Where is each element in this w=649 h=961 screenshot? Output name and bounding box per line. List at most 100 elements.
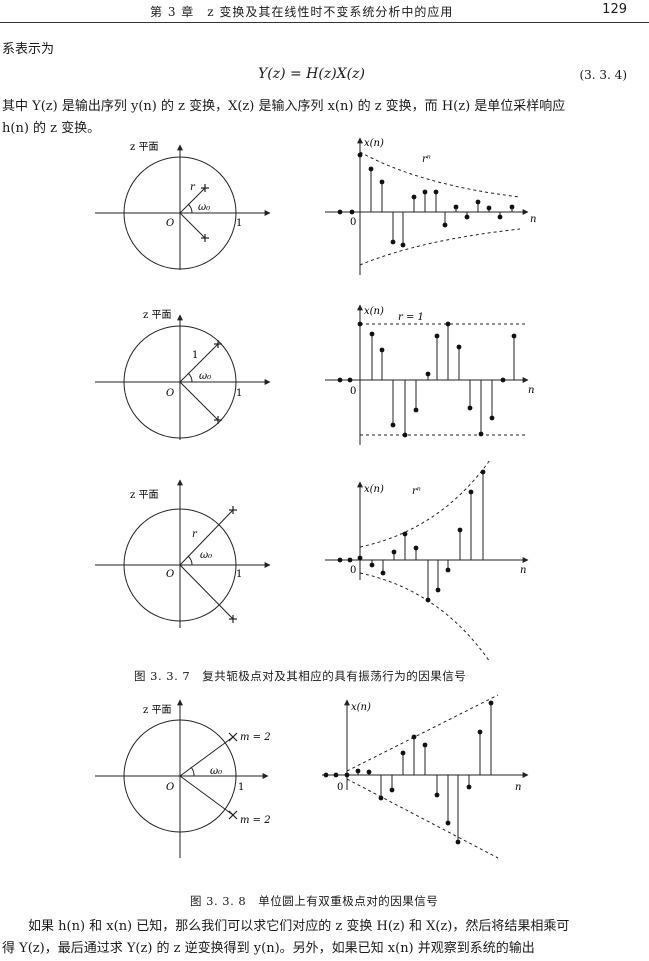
signal-1-stems: [337, 152, 515, 248]
stem-point: [368, 166, 374, 172]
stem-point: [455, 839, 461, 845]
stem-point: [422, 742, 428, 748]
stem-point: [413, 407, 419, 413]
stem-point: [347, 557, 353, 563]
signal-2-stems: [337, 321, 517, 438]
stem-point: [357, 321, 363, 327]
figure-338-caption: 图 3. 3. 8 单位圆上有双重极点对的因果信号: [190, 894, 439, 908]
stem-point: [456, 344, 462, 350]
stem-point: [400, 750, 406, 756]
stem-point: [390, 239, 396, 245]
signal-1-ylabel: x(n): [364, 138, 384, 149]
signal-2-ylabel: x(n): [364, 306, 384, 317]
signal-3-envelope-label: rⁿ: [412, 486, 421, 497]
zplane-2-unit-label: 1: [236, 388, 242, 399]
zplane-2-label: z 平面: [143, 310, 171, 321]
signal-1-zero-label: 0: [350, 217, 356, 228]
stem-point: [379, 179, 385, 185]
stem-point: [489, 415, 495, 421]
zplane-4-label: z 平面: [143, 705, 171, 716]
stem-point: [369, 562, 375, 568]
signal-3-xlabel: n: [520, 565, 526, 576]
signal-4-xlabel: n: [515, 782, 521, 793]
zplane-1-unit-label: 1: [236, 218, 242, 229]
stem-point: [379, 347, 385, 353]
stem-point: [411, 194, 417, 200]
stem-point: [390, 422, 396, 428]
stem-point: [445, 321, 451, 327]
stem-point: [477, 729, 483, 735]
signal-2-xlabel: n: [528, 385, 534, 396]
stem-point: [434, 792, 440, 798]
stem-point: [369, 331, 375, 337]
stem-point: [347, 377, 353, 383]
signal-3-ylabel: x(n): [364, 484, 384, 495]
stem-point: [442, 222, 448, 228]
zplane-4-origin-label: O: [166, 782, 174, 793]
stem-point: [402, 432, 408, 438]
page-number: 129: [602, 2, 627, 17]
stem-point: [333, 772, 339, 778]
zplane-1-angle-label: ω₀: [198, 202, 210, 213]
paragraph-1-line-2: h(n) 的 z 变换。: [2, 121, 101, 136]
stem-point: [357, 555, 363, 561]
intro-text: 系表示为: [2, 42, 55, 57]
zplane-1-label: z 平面: [130, 142, 158, 153]
stem-point: [355, 768, 361, 774]
zplane-4-angle-label: ω₀: [210, 766, 222, 777]
zplane-1-origin-label: O: [166, 218, 174, 229]
stem-point: [378, 795, 384, 801]
signal-3: [325, 459, 529, 663]
stem-point: [411, 734, 417, 740]
stem-point: [323, 772, 329, 778]
signal-4-ylabel: x(n): [351, 702, 371, 713]
zplane-2: [95, 314, 271, 440]
signal-3-zero-label: 0: [350, 565, 356, 576]
zplane-3-label: z 平面: [130, 490, 158, 501]
zplane-1-pole-label: r: [190, 182, 196, 193]
stem-point: [400, 242, 406, 248]
stem-point: [464, 214, 470, 220]
stem-point: [337, 209, 343, 215]
zplane-3-pole-label: r: [192, 529, 198, 540]
zplane-3-unit-label: 1: [236, 569, 242, 580]
zplane-2-origin-label: O: [166, 388, 174, 399]
stem-point: [402, 531, 408, 537]
stem-point: [466, 784, 472, 790]
stem-point: [500, 377, 506, 383]
zplane-2-pole-label: 1: [192, 350, 198, 361]
signal-4: [322, 694, 529, 859]
stem-point: [486, 205, 492, 211]
zplane-2-angle-label: ω₀: [199, 371, 211, 382]
stem-point: [366, 769, 372, 775]
stem-point: [457, 527, 463, 533]
stem-point: [478, 431, 484, 437]
page-header: 第 3 章 z 变换及其在线性时不变系统分析中的应用 129: [0, 0, 649, 23]
stem-point: [467, 405, 473, 411]
stem-point: [453, 204, 459, 210]
stem-point: [380, 570, 386, 576]
signal-2-envelope-label: r = 1: [398, 312, 424, 323]
stem-point: [511, 333, 517, 339]
stem-point: [497, 214, 503, 220]
stem-point: [475, 199, 481, 205]
zplane-3: [95, 479, 271, 628]
figure-337-caption: 图 3. 3. 7 复共轭极点对及其相应的具有振荡行为的因果信号: [134, 669, 467, 683]
paragraph-2-line-2: 得 Y(z)，最后通过求 Y(z) 的 z 逆变换得到 y(n)。另外，如果已知…: [2, 941, 535, 956]
zplane-4: [95, 699, 269, 858]
stem-point: [480, 469, 486, 475]
stem-point: [433, 189, 439, 195]
signal-4-zero-label: 0: [337, 782, 343, 793]
stem-point: [434, 333, 440, 339]
stem-point: [435, 587, 441, 593]
signal-2: [325, 304, 529, 445]
signal-2-zero-label: 0: [350, 386, 356, 397]
chapter-title: 第 3 章 z 变换及其在线性时不变系统分析中的应用: [150, 5, 454, 19]
stem-point: [344, 772, 350, 778]
stem-point: [445, 567, 451, 573]
stem-point: [488, 700, 494, 706]
stem-point: [425, 597, 431, 603]
zplane-3-angle-label: ω₀: [200, 550, 212, 561]
stem-point: [349, 209, 355, 215]
